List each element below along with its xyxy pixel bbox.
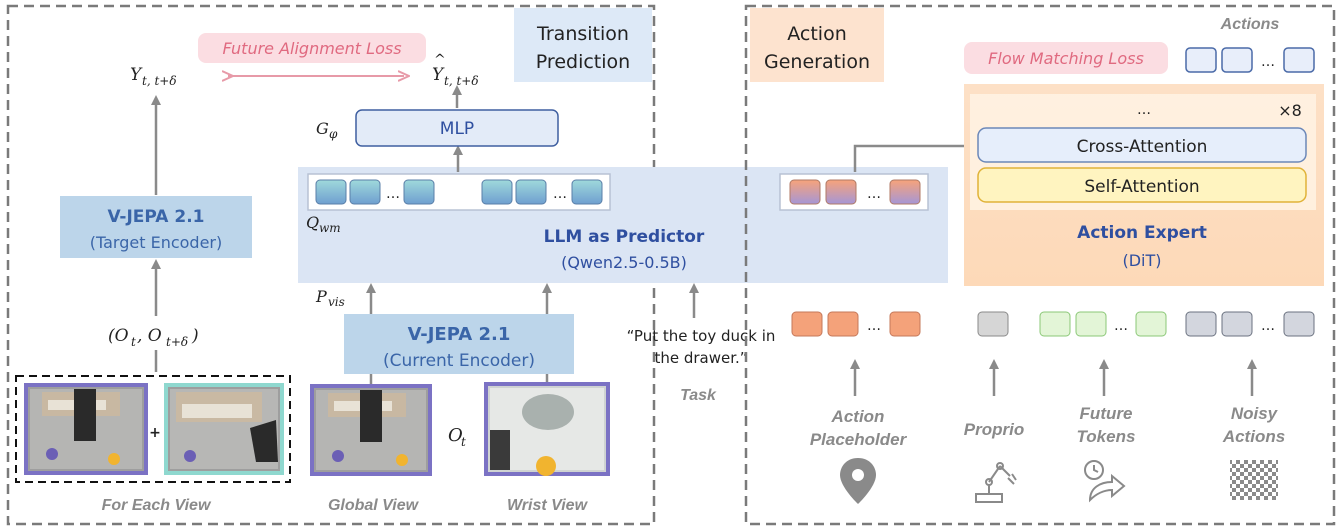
action-generation-label-1: Action [787,23,847,45]
repeat-x8-label: ×8 [1278,101,1302,120]
q-wm-symbol: Q [306,213,319,232]
output-action-tokens [1185,47,1315,73]
current-encoder-subtitle: (Current Encoder) [383,351,535,371]
dit-label: (DiT) [1122,251,1161,270]
current-frame-image [24,383,148,475]
pred-y-symbol: Y [432,65,445,85]
arrow-tokens-to-cross-attention [853,141,977,172]
location-pin-icon [840,458,876,504]
actions-label: Actions [1220,16,1280,33]
input-label-proprio: Proprio [964,420,1024,439]
input-label-placeholder: Placeholder [810,430,908,449]
input-label-action: Action [831,407,885,426]
mlp-box [355,109,559,147]
self-attention-label: Self-Attention [1084,177,1199,197]
input-label-tokens: Tokens [1077,427,1136,446]
query-ellipsis-2: … [553,186,567,202]
action-ellipsis: … [867,186,881,202]
g-phi-symbol: G [316,119,329,138]
transition-label-1: Transition [536,23,629,45]
pred-y-subscript: t, t+δ [444,74,479,88]
current-encoder-title: V-JEPA 2.1 [408,324,511,345]
expert-ellipsis: … [1137,102,1151,118]
g-phi-subscript: φ [329,127,338,141]
flow-matching-loss-box [964,42,1168,74]
obs-pair-t: t [131,335,136,349]
mlp-label: MLP [440,119,474,139]
action-query-tokens [789,179,921,205]
self-attention-box [977,167,1307,203]
task-label: Task [680,387,717,404]
action-generation-box [750,8,884,82]
task-instruction-line1: “Put the toy duck in [627,327,776,345]
for-each-view-box [15,375,291,483]
query-tokens-left [315,179,603,205]
global-view-label: Global View [328,497,420,514]
transition-label-2: Prediction [536,51,630,73]
target-y-subscript: t, t+δ [142,74,177,88]
noisy-ellipsis: … [1261,318,1275,334]
target-encoder-box [60,196,252,258]
action-placeholder-tokens [791,311,921,337]
p-vis-subscript: vis [328,295,345,309]
future-tokens [1039,311,1167,337]
pred-y-hat: ^ [434,52,446,68]
wrist-view-label: Wrist View [507,497,589,514]
cross-attention-label: Cross-Attention [1077,137,1208,157]
input-label-noisy: Noisy [1231,404,1279,423]
p-vis-symbol: P [315,287,327,306]
action-expert-label: Action Expert [1077,223,1207,243]
checkerboard-noise-icon [1230,460,1278,500]
obs-pair-close: ) [191,326,199,346]
right-panel-border [744,4,1336,526]
wrist-view-image [484,382,610,476]
cross-attention-box [977,127,1307,163]
llm-title: LLM as Predictor [544,227,705,247]
target-encoder-title: V-JEPA 2.1 [107,207,204,227]
future-forward-icon [1084,460,1126,503]
future-frame-image [164,383,284,475]
o-t-symbol: O [448,425,463,446]
input-label-future: Future [1080,404,1133,423]
plus-sign: + [149,425,161,441]
obs-pair-comma: , O [137,326,162,346]
query-ellipsis-1: … [386,186,400,202]
flow-matching-loss-label: Flow Matching Loss [988,49,1144,68]
target-y-symbol: Y [130,65,143,85]
q-wm-subscript: wm [319,221,341,235]
output-action-ellipsis: … [1261,54,1275,70]
future-alignment-loss-label: Future Alignment Loss [222,39,401,58]
placeholder-ellipsis: … [867,318,881,334]
task-instruction-line2: the drawer.” [654,349,747,367]
o-t-subscript: t [461,435,466,449]
global-view-image [310,384,432,476]
noisy-action-tokens [1185,311,1315,337]
for-each-view-label: For Each View [102,497,212,514]
input-label-actions: Actions [1222,427,1285,446]
future-token-ellipsis: … [1114,318,1128,334]
future-alignment-loss-box [198,33,426,63]
obs-pair-td: t+δ [166,335,188,349]
transition-prediction-box [514,8,652,82]
current-encoder-box [344,314,574,374]
action-generation-label-2: Generation [764,51,870,73]
obs-pair-open: (O [108,326,129,346]
target-encoder-subtitle: (Target Encoder) [90,233,222,252]
robot-arm-icon [975,462,1017,503]
proprio-token [977,311,1009,337]
llm-subtitle: (Qwen2.5-0.5B) [561,253,687,272]
